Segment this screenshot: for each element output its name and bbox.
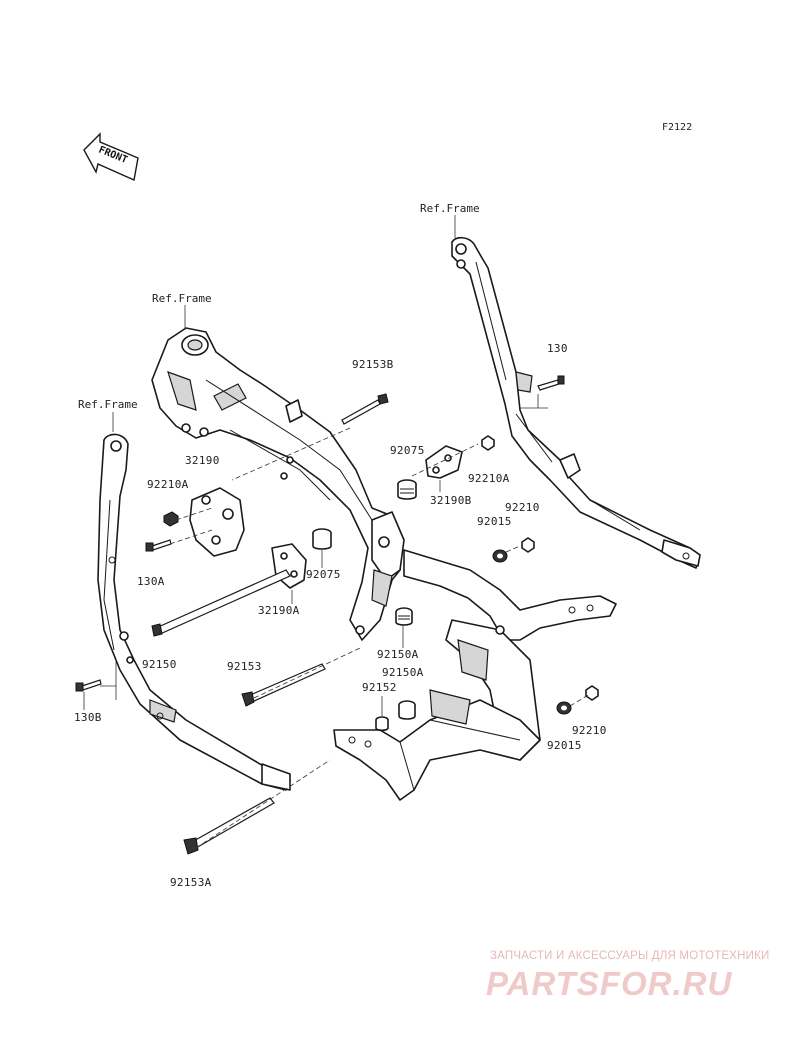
long-bolt-92150: [151, 569, 291, 637]
ref-frame-label-top-center: Ref.Frame: [152, 292, 212, 305]
part-label-92150A-top: 92150A: [377, 648, 419, 661]
damper-92075-mid: [312, 528, 332, 550]
long-bolt-92153B: [341, 393, 389, 425]
part-label-92210-bottom: 92210: [572, 724, 607, 737]
engine-bracket-32190: [189, 487, 245, 557]
lower-cradle: [333, 689, 541, 801]
part-label-92015-top: 92015: [477, 515, 512, 528]
part-label-92152: 92152: [362, 681, 397, 694]
left-downtube: [97, 433, 291, 791]
nut-92210A-right: [481, 435, 495, 451]
watermark-logo: PARTSFOR.RU: [486, 965, 733, 1002]
nut-92210A-left: [163, 511, 179, 527]
washer-92015-top: [492, 549, 508, 563]
part-label-92015-bottom: 92015: [547, 739, 582, 752]
damper-92150A-mid: [398, 700, 416, 720]
front-arrow-icon: FRONT: [83, 132, 139, 182]
part-label-92210A-right: 92210A: [468, 472, 510, 485]
washer-92015-bottom: [556, 701, 572, 715]
part-label-32190A: 32190A: [258, 604, 300, 617]
part-label-130B: 130B: [74, 711, 102, 724]
watermark-tagline: ЗАПЧАСТИ И АКСЕССУАРЫ ДЛЯ МОТОТЕХНИКИ: [490, 950, 770, 962]
nut-92210-bottom: [585, 685, 599, 701]
diagram-code: F2122: [662, 122, 692, 133]
part-label-92150: 92150: [142, 658, 177, 671]
bolt-130: [537, 375, 565, 391]
engine-bracket-32190B: [425, 445, 463, 479]
rear-frame-rail: [451, 236, 701, 569]
bolt-130B: [75, 679, 102, 692]
part-label-130: 130: [547, 342, 568, 355]
damper-92150A-top: [395, 607, 413, 626]
part-label-32190: 32190: [185, 454, 220, 467]
ref-frame-label-top-right: Ref.Frame: [420, 202, 480, 215]
collar-92152: [375, 716, 389, 732]
part-label-92150A-mid: 92150A: [382, 666, 424, 679]
main-frame-backbone: [151, 327, 405, 641]
part-label-92153: 92153: [227, 660, 262, 673]
nut-92210-top: [521, 537, 535, 553]
part-label-92210A-left: 92210A: [147, 478, 189, 491]
part-label-92075-top: 92075: [390, 444, 425, 457]
leader-lines: [83, 215, 591, 849]
part-label-92210-right-top: 92210: [505, 501, 540, 514]
damper-92075-top: [397, 479, 417, 500]
part-label-92153A: 92153A: [170, 876, 212, 889]
bolt-130A: [145, 539, 172, 552]
ref-frame-label-left: Ref.Frame: [78, 398, 138, 411]
part-label-92153B: 92153B: [352, 358, 394, 371]
long-bolt-92153A: [183, 797, 275, 855]
part-label-92075-mid: 92075: [306, 568, 341, 581]
part-label-130A: 130A: [137, 575, 165, 588]
part-label-32190B: 32190B: [430, 494, 472, 507]
